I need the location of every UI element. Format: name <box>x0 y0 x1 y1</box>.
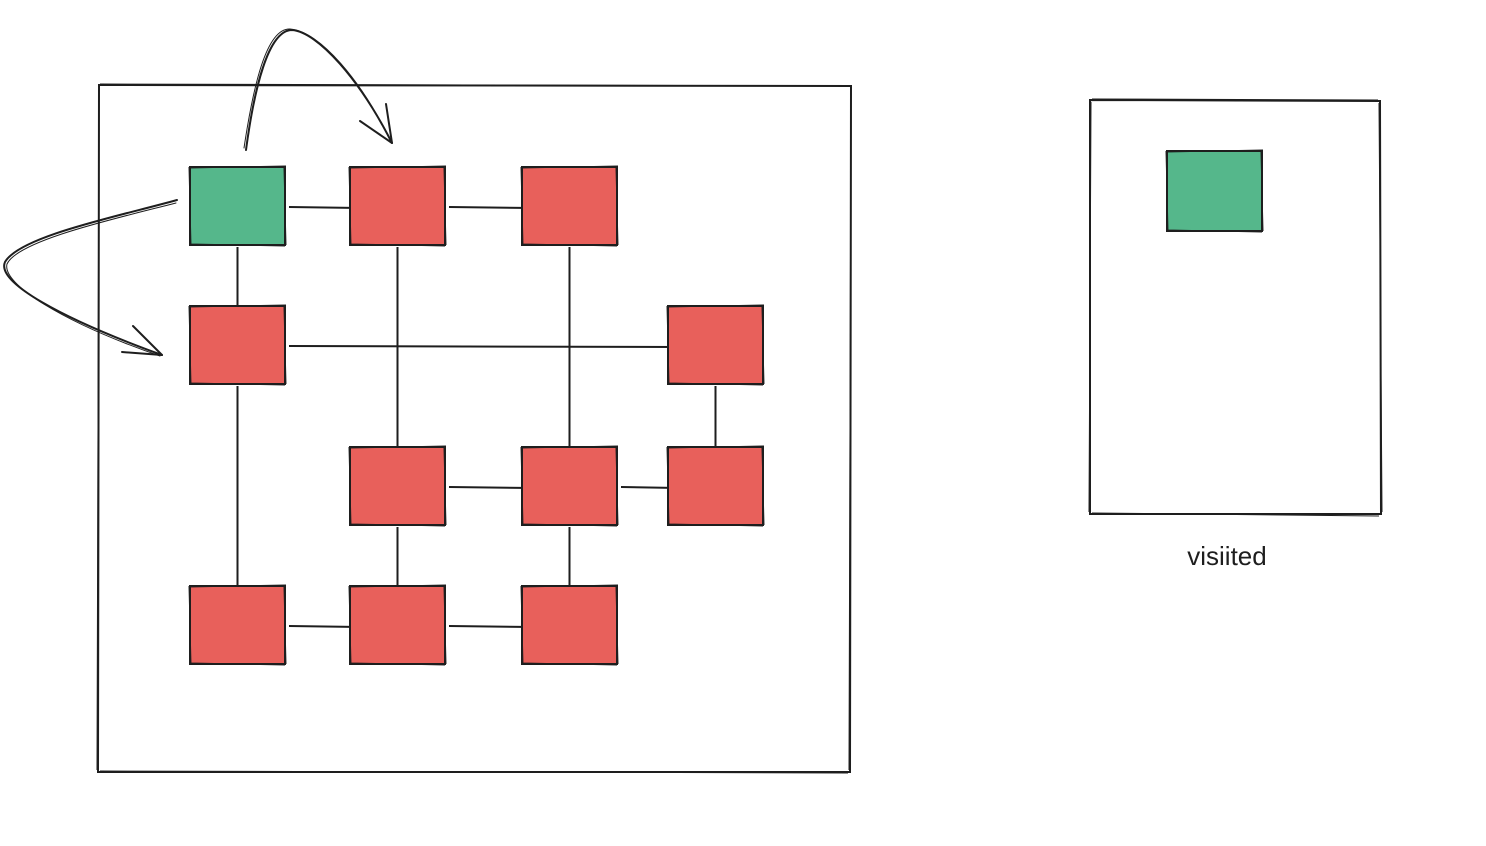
visited-item-1 <box>1165 149 1264 233</box>
graph-node-n5-unvisited <box>666 304 765 386</box>
edge-n6-n7 <box>448 486 533 489</box>
edge-n9-n10 <box>288 625 361 628</box>
graph-node-n4-unvisited <box>188 304 287 386</box>
graph-edges <box>236 206 717 628</box>
traversal-arrows <box>3 28 393 357</box>
graph-node-n1-visited <box>188 165 287 247</box>
edge-n2-n3 <box>448 206 533 209</box>
graph-nodes <box>188 165 765 666</box>
arrow-to-n2 <box>243 28 393 151</box>
graph-node-n3-unvisited <box>520 165 619 247</box>
graph-node-n7-unvisited <box>520 445 619 527</box>
edge-n4-n5 <box>288 345 679 348</box>
graph-node-n9-unvisited <box>188 584 287 666</box>
graph-node-n2-unvisited <box>348 165 447 247</box>
edge-n10-n11 <box>448 625 533 628</box>
graph-frame <box>96 83 853 774</box>
visited-panel: visiited <box>1088 98 1383 571</box>
graph-node-n8-unvisited <box>666 445 765 527</box>
graph-node-n6-unvisited <box>348 445 447 527</box>
graph-node-n11-unvisited <box>520 584 619 666</box>
edge-n1-n2 <box>288 206 361 209</box>
graph-node-n10-unvisited <box>348 584 447 666</box>
arrow-to-n4 <box>3 199 178 357</box>
visited-items <box>1165 149 1264 233</box>
visited-panel-label: visiited <box>1187 541 1266 571</box>
